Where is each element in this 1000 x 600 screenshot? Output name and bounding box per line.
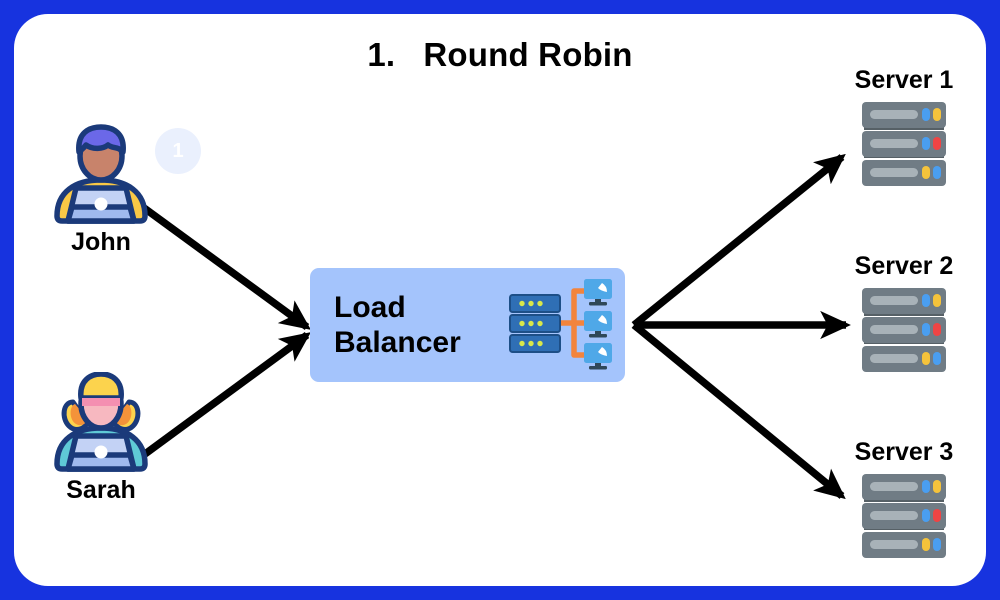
server-node-1: Server 1: [829, 66, 979, 193]
server-label-3: Server 3: [854, 438, 954, 466]
avatar-john: 1: [45, 124, 201, 224]
server-node-3: Server 3: [829, 438, 979, 565]
client-badge-john: 1: [155, 128, 201, 174]
server-rack-icon: [862, 474, 946, 558]
load-balancer-node[interactable]: Load Balancer: [310, 268, 625, 382]
server-node-2: Server 2: [829, 252, 979, 379]
client-node-sarah: Sarah: [26, 371, 176, 505]
page-title: 1. Round Robin: [367, 36, 633, 73]
user-with-laptop-icon: [54, 371, 148, 472]
load-balancer-label: Load Balancer: [334, 290, 461, 359]
client-node-john: 1 John: [26, 124, 201, 257]
avatar-sarah: [45, 371, 157, 472]
load-balancer-network-icon: [498, 273, 616, 378]
arrow-load-balancer-to-server-1: [631, 153, 846, 328]
server-label-2: Server 2: [854, 252, 954, 280]
user-with-laptop-icon: [54, 124, 148, 224]
server-label-1: Server 1: [854, 66, 954, 94]
arrow-load-balancer-to-server-3: [631, 322, 846, 500]
diagram-inner-card: 1. Round Robin: [14, 14, 986, 586]
server-rack-icon: [862, 102, 946, 186]
server-rack-icon: [862, 288, 946, 372]
client-label-john: John: [71, 228, 131, 256]
client-label-sarah: Sarah: [66, 476, 136, 504]
